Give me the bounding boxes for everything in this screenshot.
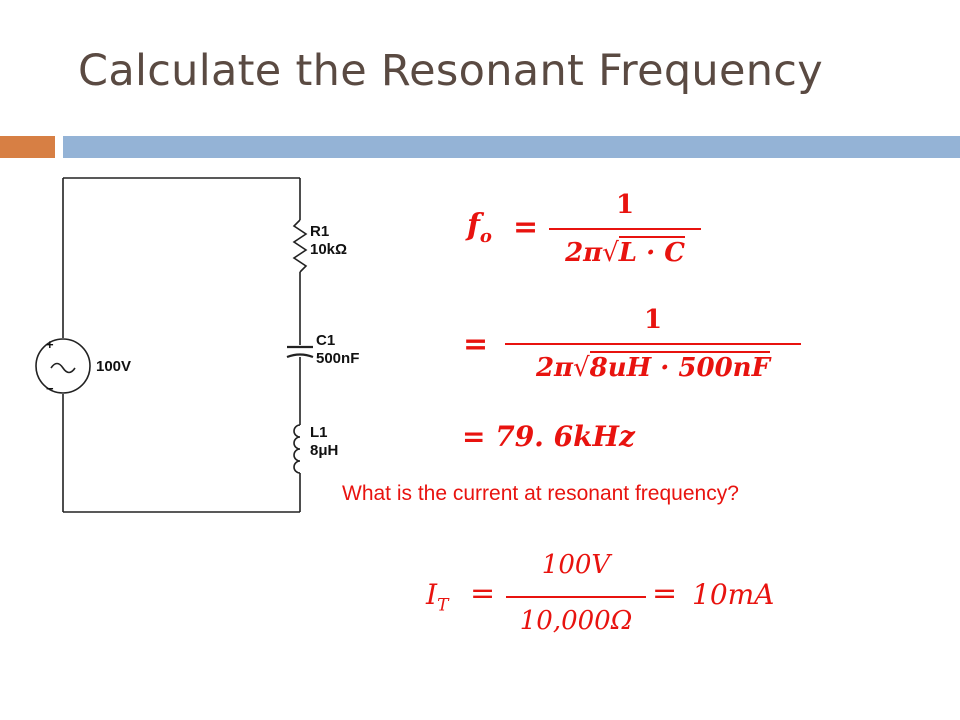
question-text: What is the current at resonant frequenc… bbox=[342, 482, 739, 505]
it-fraction-bar bbox=[506, 596, 646, 598]
sqrt-icon: √ bbox=[602, 238, 619, 268]
equation-result: = 79. 6kHz bbox=[462, 420, 635, 453]
r1-name-label: R1 bbox=[310, 223, 329, 240]
eq1-fraction-bar bbox=[549, 228, 701, 230]
eq2-equals: = bbox=[463, 327, 489, 362]
it-lhs: IT bbox=[426, 578, 449, 616]
eq1-lhs: fo bbox=[467, 208, 492, 247]
resistor-r1-symbol bbox=[292, 219, 308, 273]
eq2-fraction-bar bbox=[505, 343, 801, 345]
l1-name-label: L1 bbox=[310, 424, 328, 441]
r1-value-label: 10kΩ bbox=[310, 241, 347, 258]
source-minus-sign: − bbox=[46, 381, 54, 396]
it-fraction: 100V 10,000Ω bbox=[506, 548, 646, 648]
c1-value-label: 500nF bbox=[316, 350, 359, 367]
eq1-numerator: 1 bbox=[615, 190, 635, 220]
it-equals-2: = bbox=[652, 576, 678, 611]
title-accent-bar-blue bbox=[63, 136, 960, 158]
c1-name-label: C1 bbox=[316, 332, 335, 349]
eq2-numerator: 1 bbox=[643, 305, 663, 335]
slide-title: Calculate the Resonant Frequency bbox=[78, 46, 823, 96]
title-accent-bar-orange bbox=[0, 136, 55, 158]
it-equals: = bbox=[470, 576, 496, 611]
eq2-fraction: 1 2π√8uH · 500nF bbox=[505, 305, 801, 395]
equation-resonant-formula: fo = 1 2π√L · C bbox=[455, 190, 715, 280]
inductor-l1-symbol bbox=[293, 424, 301, 474]
eq1-equals: = bbox=[513, 210, 539, 245]
eq1-fraction: 1 2π√L · C bbox=[549, 190, 701, 280]
eq2-denominator: 2π√8uH · 500nF bbox=[535, 351, 771, 383]
it-denominator: 10,000Ω bbox=[519, 606, 633, 636]
source-value-label: 100V bbox=[96, 358, 131, 375]
equation-substituted: = 1 2π√8uH · 500nF bbox=[455, 305, 815, 395]
eq1-denominator: 2π√L · C bbox=[565, 236, 685, 268]
source-plus-sign: + bbox=[46, 337, 54, 352]
capacitor-c1-plate-bottom bbox=[286, 353, 314, 359]
equation-current: IT = 100V 10,000Ω = 10mA bbox=[426, 548, 806, 648]
it-numerator: 100V bbox=[541, 550, 611, 580]
l1-value-label: 8μH bbox=[310, 442, 338, 459]
it-result: 10mA bbox=[692, 578, 775, 611]
ac-source-sine-icon bbox=[50, 362, 76, 374]
ac-source-symbol bbox=[35, 338, 91, 394]
sqrt-icon: √ bbox=[573, 353, 590, 383]
